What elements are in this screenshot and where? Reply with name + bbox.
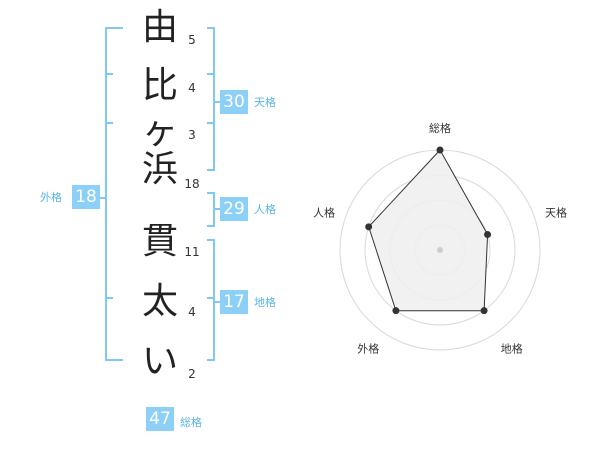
chi-bracket [207,239,215,361]
radar-axis-label-3: 地格 [501,342,523,356]
ten-kaku-label: 天格 [254,96,276,109]
radar-axis-label-2: 天格 [545,205,567,219]
gai-kaku-value: 18 [72,185,100,209]
radar-axis-label-4: 外格 [357,342,379,356]
jin-kaku-value: 29 [220,197,248,221]
gai-kaku-label: 外格 [40,191,62,204]
name-char-6: 太 [141,281,178,322]
jin-kaku-label: 人格 [254,203,276,216]
radar-data-area [368,149,489,312]
radar-axis-label-1: 総格 [429,121,451,135]
stroke-count-6: 4 [188,305,196,319]
radar-axis-label-5: 人格 [313,205,335,219]
stroke-count-7: 2 [188,367,196,381]
stroke-count-5: 11 [184,245,200,259]
ten-kaku-value: 30 [220,90,248,114]
stroke-count-2: 4 [188,81,196,95]
stroke-count-1: 5 [188,33,196,47]
radar-point-4 [392,307,400,315]
chi-kaku-value: 17 [220,290,248,314]
outer-bracket [105,27,123,361]
name-char-5: 貫 [141,221,178,262]
name-char-2: 比 [141,65,178,106]
radar-point-1 [436,146,444,154]
name-char-7: い [141,341,178,382]
radar-point-3 [480,307,488,315]
sou-kaku-value: 47 [146,407,174,431]
name-char-1: 由 [141,7,178,48]
name-char-4: 浜 [141,149,178,190]
radar-center-dot [437,247,443,253]
stroke-count-3: 3 [188,128,196,142]
name-char-3: ヶ [141,111,178,152]
radar-point-5 [365,223,373,231]
chi-kaku-label: 地格 [254,296,276,309]
sou-kaku-label: 総格 [180,416,202,429]
jin-bracket [207,192,215,227]
ten-bracket [207,27,215,171]
radar-point-2 [484,231,492,239]
stroke-count-4: 18 [184,177,200,191]
